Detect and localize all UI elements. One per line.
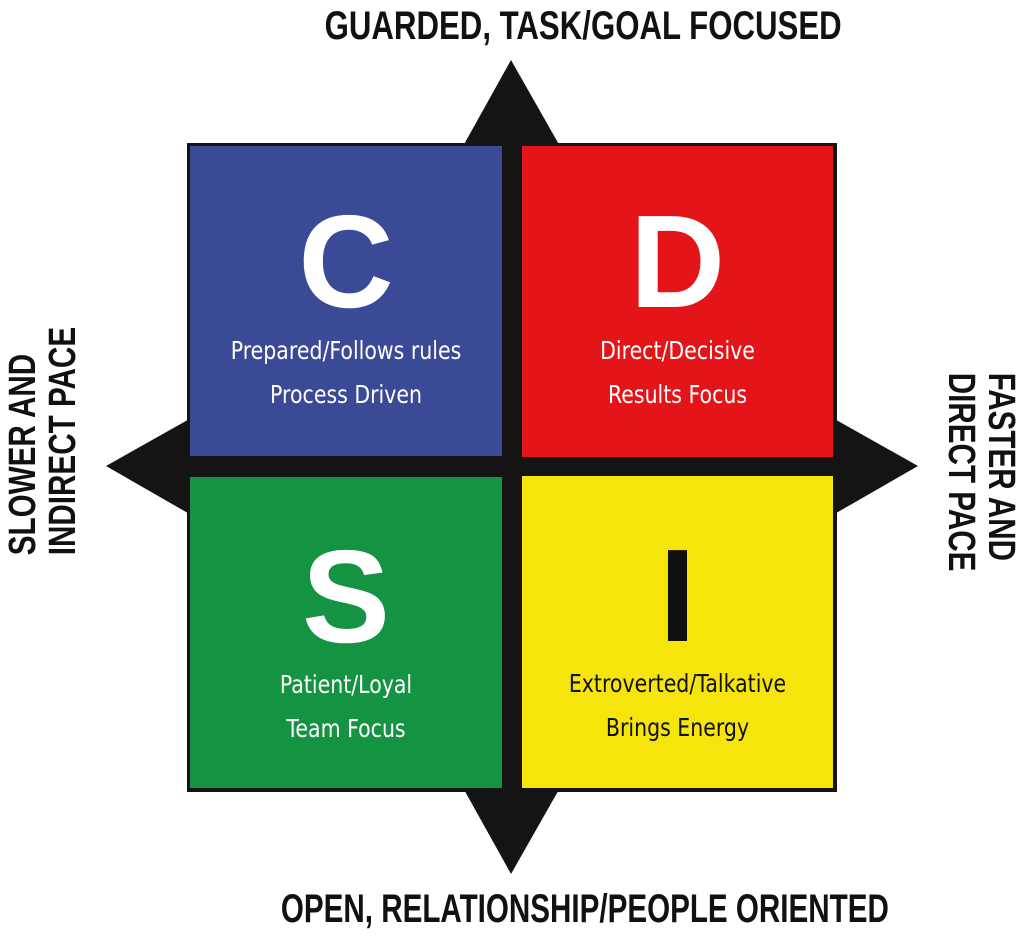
quadrant-letter: C	[298, 188, 394, 335]
quadrant-description: Patient/Loyal Team Focus	[218, 663, 474, 751]
quadrant-letter: S	[301, 523, 391, 670]
arrow-right-icon	[831, 417, 918, 516]
quadrant-description-line2: Results Focus	[607, 380, 748, 409]
quadrant-description-line1: Prepared/Follows rules	[230, 336, 462, 365]
quadrant-description-line2: Brings Energy	[605, 713, 750, 742]
quadrant-d: D Direct/Decisive Results Focus	[522, 146, 833, 457]
quadrant-description-line1: Direct/Decisive	[600, 336, 755, 365]
arrow-down-icon	[462, 786, 561, 874]
quadrant-description: Extroverted/Talkative Brings Energy	[550, 662, 805, 750]
quadrant-s: S Patient/Loyal Team Focus	[190, 477, 502, 788]
quadrant-description-line2: Team Focus	[286, 714, 406, 743]
quadrant-description: Direct/Decisive Results Focus	[550, 329, 805, 417]
quadrant-description-line2: Process Driven	[270, 380, 422, 409]
quadrant-letter: I	[659, 522, 696, 669]
quadrant-i: I Extroverted/Talkative Brings Energy	[522, 476, 833, 788]
quadrant-description: Prepared/Follows rules Process Driven	[218, 329, 474, 417]
arrow-up-icon	[462, 60, 561, 148]
quadrant-description-line1: Patient/Loyal	[279, 670, 413, 699]
arrow-left-icon	[106, 417, 193, 516]
axis-label-bottom: OPEN, RELATIONSHIP/PEOPLE ORIENTED	[280, 887, 889, 931]
quadrant-description-line1: Extroverted/Talkative	[568, 669, 787, 698]
quadrant-letter: D	[629, 188, 726, 335]
quadrant-c: C Prepared/Follows rules Process Driven	[190, 146, 502, 456]
